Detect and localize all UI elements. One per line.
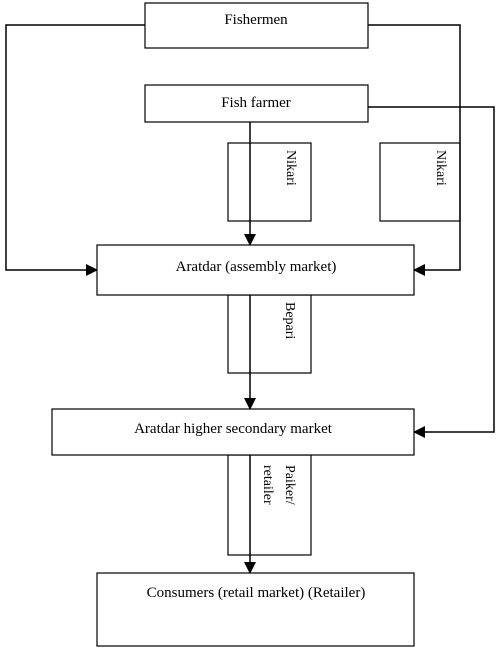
arrow-fishermen-to-assembly <box>5 24 145 276</box>
fish-farmer-label: Fish farmer <box>221 95 291 111</box>
bepari-label: Bepari <box>282 302 297 339</box>
arrow-fishermen-right-to-assembly <box>368 24 461 276</box>
fishermen-label: Fishermen <box>224 12 288 28</box>
arrow-farmer-to-secondary <box>368 106 495 438</box>
consumers-box <box>96 572 415 647</box>
aratdar-assembly-label: Aratdar (assembly market) <box>176 259 337 275</box>
paiker-label-line2: retailer <box>260 465 275 505</box>
nikari-right-box <box>379 142 461 222</box>
paiker-label-line1: Paiker/ <box>282 465 297 505</box>
aratdar-secondary-label: Aratdar higher secondary market <box>134 421 333 437</box>
fishermen-box <box>144 2 369 49</box>
aratdar-secondary-box <box>51 408 415 456</box>
bepari-box <box>227 294 312 374</box>
fish-farmer-box <box>144 84 369 123</box>
nikari-left-box <box>227 142 312 222</box>
consumers-label: Consumers (retail market) (Retailer) <box>147 585 366 601</box>
nikari-right-label: Nikari <box>433 150 448 186</box>
nikari-left-label: Nikari <box>283 150 298 186</box>
aratdar-assembly-box <box>96 244 415 296</box>
